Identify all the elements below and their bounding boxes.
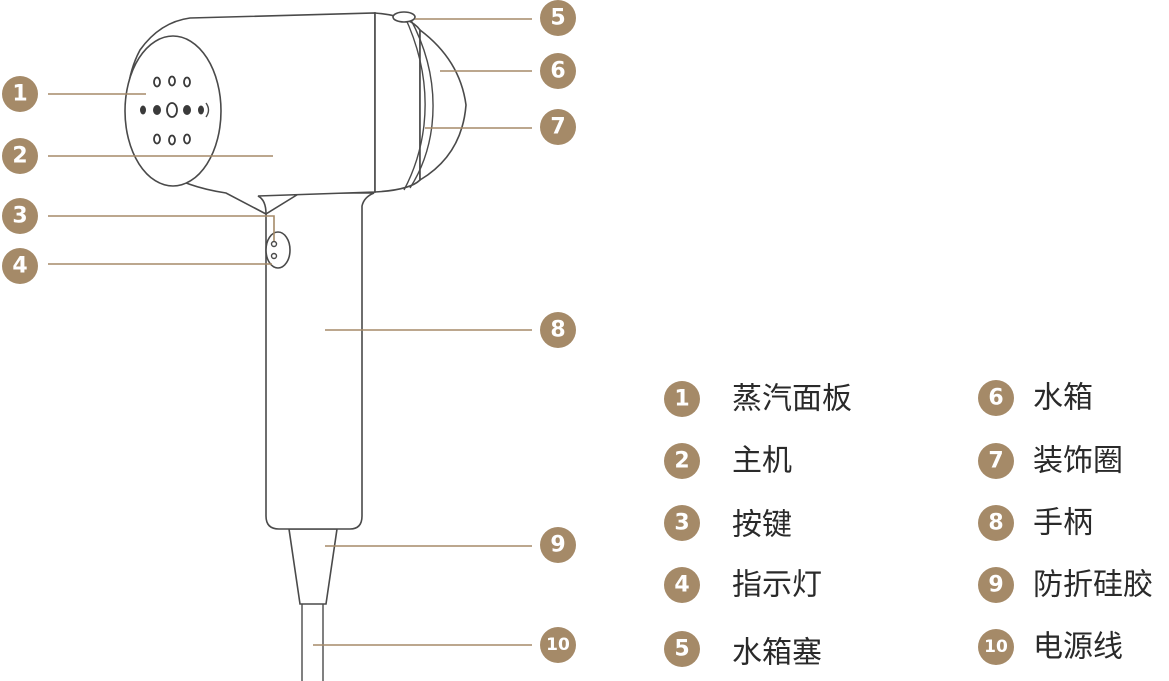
callout-number: 9 — [550, 533, 565, 558]
legend-label: 主机 — [732, 444, 792, 479]
legend-number: 5 — [674, 637, 689, 662]
legend-label: 电源线 — [1033, 630, 1123, 665]
legend-label: 防折硅胶 — [1033, 568, 1153, 603]
legend-label: 水箱 — [1033, 381, 1093, 416]
water-tank-plug — [392, 11, 416, 23]
legend-number: 6 — [988, 386, 1003, 411]
callout-number: 7 — [550, 115, 565, 140]
anti-bend-sleeve — [288, 528, 338, 605]
legend-item: 4 指示灯 — [664, 567, 822, 603]
callout-badge: 9 — [540, 527, 576, 563]
callout-number: 10 — [546, 635, 570, 655]
legend-number: 7 — [988, 449, 1003, 474]
callout-number: 1 — [12, 82, 27, 107]
legend-item: 3 按键 — [664, 505, 792, 543]
legend-number: 8 — [988, 511, 1003, 536]
callout-badge: 8 — [540, 312, 576, 348]
callout-badges: 1 2 3 4 5 6 7 8 — [2, 0, 576, 663]
callout-badge: 2 — [2, 138, 38, 174]
legend-label: 按键 — [732, 508, 792, 543]
callout-number: 5 — [550, 6, 565, 31]
legend-item: 7 装饰圈 — [978, 443, 1123, 479]
button-and-indicator — [265, 231, 291, 269]
steam-panel — [124, 35, 222, 187]
legend-item: 1 蒸汽面板 — [664, 381, 852, 417]
leader-line-3 — [48, 215, 275, 241]
legend-number: 4 — [674, 573, 689, 598]
callout-badge: 10 — [540, 627, 576, 663]
callout-number: 8 — [550, 318, 565, 343]
callout-badge: 1 — [2, 76, 38, 112]
water-tank — [374, 12, 467, 193]
legend-label: 手柄 — [1033, 506, 1093, 541]
garment-steamer-illustration — [124, 11, 467, 681]
callout-badge: 6 — [540, 53, 576, 89]
legend-number: 9 — [988, 573, 1003, 598]
legend-label: 蒸汽面板 — [732, 382, 852, 417]
power-cord — [301, 602, 324, 681]
callout-number: 4 — [12, 254, 27, 279]
callout-badge: 7 — [540, 109, 576, 145]
callout-badge: 4 — [2, 248, 38, 284]
legend-label: 水箱塞 — [732, 636, 822, 671]
legend-label: 装饰圈 — [1033, 444, 1123, 479]
callout-number: 2 — [12, 144, 27, 169]
handle — [265, 192, 375, 530]
legend-number: 1 — [674, 387, 689, 412]
callout-badge: 3 — [2, 198, 38, 234]
legend-label: 指示灯 — [732, 568, 822, 603]
legend-item: 5 水箱塞 — [664, 631, 822, 671]
legend-number: 10 — [984, 637, 1008, 657]
leader-lines — [48, 18, 532, 646]
legend-item: 8 手柄 — [978, 505, 1093, 541]
legend-item: 6 水箱 — [978, 380, 1093, 416]
callout-badge: 5 — [540, 0, 576, 36]
parts-legend: 1 蒸汽面板 2 主机 3 按键 4 指示灯 5 水箱塞 6 水箱 — [664, 380, 1153, 671]
legend-number: 3 — [674, 511, 689, 536]
legend-item: 10 电源线 — [978, 629, 1123, 665]
legend-item: 2 主机 — [664, 443, 792, 479]
callout-number: 6 — [550, 59, 565, 84]
callout-number: 3 — [12, 204, 27, 229]
legend-number: 2 — [674, 449, 689, 474]
legend-item: 9 防折硅胶 — [978, 567, 1153, 603]
